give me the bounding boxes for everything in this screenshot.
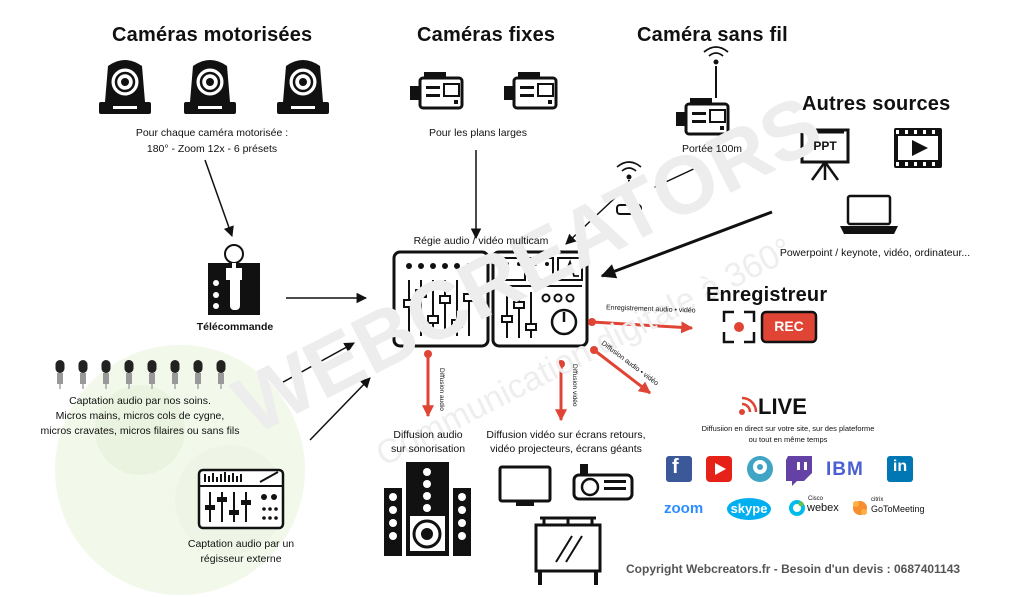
caption-mixer: Régie audio / vidéo multicam <box>413 235 549 247</box>
caption-audio-out-line1: Diffusion audio <box>393 429 463 441</box>
caption-remote-control: Télécommande <box>196 321 274 333</box>
output-arrows <box>422 318 694 422</box>
caption-other-sources: Powerpoint / keynote, vidéo, ordinateur.… <box>779 247 971 259</box>
linkedin-icon <box>887 456 913 482</box>
monitor-icon <box>498 465 552 506</box>
caption-mics-line1: Captation audio par nos soins. <box>69 395 211 407</box>
webex-icon <box>789 500 805 516</box>
heading-other-sources: Autres sources <box>802 93 951 115</box>
webex-logo: webex <box>807 502 839 514</box>
facebook-icon <box>666 456 692 482</box>
caption-live-line1: Diffusiion en direct sur votre site, sur… <box>701 424 875 433</box>
caption-external-line2: régisseur externe <box>200 553 282 565</box>
gotomeeting-small-label: citrix <box>871 497 884 503</box>
external-mixer-icon <box>197 468 285 530</box>
caption-video-out-line2: vidéo projecteurs, écrans géants <box>490 443 642 455</box>
skype-icon <box>727 498 771 520</box>
caption-external-line1: Captation audio par un <box>187 538 295 550</box>
ptz-camera-icon <box>182 58 238 116</box>
copyright-text: Copyright Webcreators.fr - Besoin d'un d… <box>626 562 961 576</box>
caption-live-line2: ou tout en même temps <box>748 435 828 444</box>
linkedin-label: in <box>892 458 908 475</box>
gotomeeting-logo: GoToMeeting <box>871 504 925 514</box>
camcorder-icon <box>408 70 464 110</box>
caption-motorized-line1: Pour chaque caméra motorisée : <box>135 127 289 139</box>
wireless-receiver-icon <box>616 161 642 215</box>
arrow-label-audio: Diffusion audio <box>438 368 445 411</box>
zoom-logo: zoom <box>664 500 704 517</box>
video-player-icon <box>894 128 942 168</box>
skype-logo: skype <box>730 501 768 516</box>
laptop-icon <box>840 194 898 234</box>
caption-motorized-line2: 180° - Zoom 12x - 6 présets <box>146 143 278 155</box>
webex-small-label: Cisco <box>808 496 824 502</box>
caption-mics-line2: Micros mains, micros cols de cygne, <box>55 410 225 422</box>
projector-icon <box>572 464 634 501</box>
caption-mics-line3: micros cravates, micros filaires ou sans… <box>40 425 240 437</box>
remote-control-icon <box>208 244 260 315</box>
camcorder-icon <box>502 70 558 110</box>
ptz-camera-icon <box>275 58 331 116</box>
ptz-camera-icon <box>97 58 153 116</box>
rec-label: REC <box>774 318 804 334</box>
caption-audio-out-line2: sur sonorisation <box>390 443 466 455</box>
heading-wireless-camera: Caméra sans fil <box>637 24 788 46</box>
caption-fixed-cameras: Pour les plans larges <box>428 127 528 139</box>
rec-badge-icon <box>760 310 818 344</box>
video-mixer-icon <box>491 250 589 348</box>
wireless-camcorder-icon <box>674 46 730 136</box>
gotomeeting-icon <box>853 501 867 515</box>
arrow-label-video: Diffusion vidéo <box>571 364 578 407</box>
facebook-letter-icon: f <box>672 456 679 478</box>
periscope-icon <box>747 456 773 482</box>
caption-wireless-range: Portée 100m <box>681 143 743 155</box>
heading-fixed-cameras: Caméras fixes <box>417 24 556 46</box>
giant-screen-icon <box>534 516 602 585</box>
caption-video-out-line1: Diffusion vidéo sur écrans retours, <box>486 429 646 441</box>
ibm-logo: IBM <box>826 459 864 480</box>
audio-mixer-icon <box>392 250 490 348</box>
speakers-icon <box>384 462 471 556</box>
heading-motorized-cameras: Caméras motorisées <box>112 24 313 46</box>
presentation-board-icon <box>800 128 850 181</box>
live-broadcast-icon <box>739 396 758 415</box>
flow-arrows <box>204 150 773 441</box>
ppt-label: PPT <box>813 139 837 153</box>
live-label: LIVE <box>758 394 807 419</box>
heading-recorder: Enregistreur <box>706 284 828 306</box>
twitch-icon <box>786 456 812 486</box>
youtube-icon <box>706 456 732 482</box>
record-target-icon <box>722 310 756 344</box>
